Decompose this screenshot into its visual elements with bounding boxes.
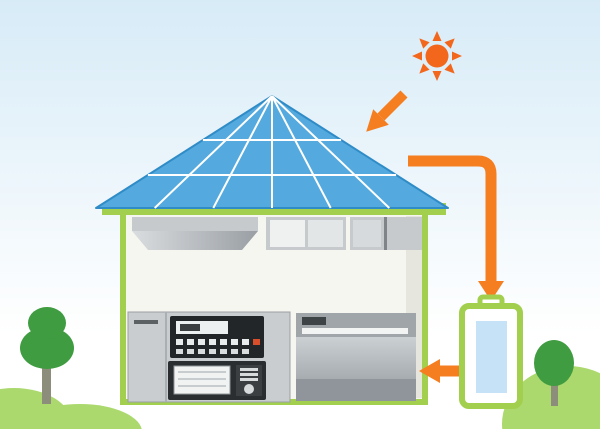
sunlight-arrow — [366, 90, 408, 132]
sunlight-arrow-shaft — [377, 90, 408, 121]
control-buttons — [176, 339, 260, 354]
second-floor — [132, 217, 422, 250]
charge-arrow-shaft — [408, 155, 497, 282]
right-tree-foliage — [534, 340, 574, 386]
range-hood — [132, 217, 258, 250]
cabinet-handle — [134, 320, 158, 324]
microwave-oven — [168, 361, 266, 400]
second-floor-window-middle — [266, 217, 346, 250]
solar-panel-roof — [95, 95, 449, 209]
charge-arrow-head — [478, 281, 504, 301]
charge-arrow — [408, 155, 504, 301]
sun-rays — [412, 31, 462, 81]
battery-charge-level — [476, 321, 507, 393]
sunlight-arrow-head — [366, 109, 389, 132]
sun-icon — [412, 31, 462, 81]
dishwasher — [296, 313, 416, 401]
solar-panel-grid — [147, 95, 397, 209]
left-tree-trunk — [42, 356, 51, 404]
supply-arrow — [419, 359, 461, 383]
second-floor-window-right — [350, 217, 422, 250]
dishwasher-handle — [302, 328, 408, 334]
oven-control-panel — [170, 316, 264, 358]
kitchen-appliances — [127, 311, 416, 403]
right-tree — [534, 340, 574, 406]
dishwasher-display — [302, 317, 326, 325]
microwave-knob — [244, 384, 254, 394]
left-tree-foliage — [20, 307, 74, 369]
storage-battery — [459, 294, 523, 409]
sun-core — [425, 44, 449, 68]
right-tree-trunk — [551, 380, 558, 406]
left-tree — [20, 307, 74, 404]
supply-arrow-head — [419, 359, 440, 383]
left-bush — [0, 388, 142, 429]
